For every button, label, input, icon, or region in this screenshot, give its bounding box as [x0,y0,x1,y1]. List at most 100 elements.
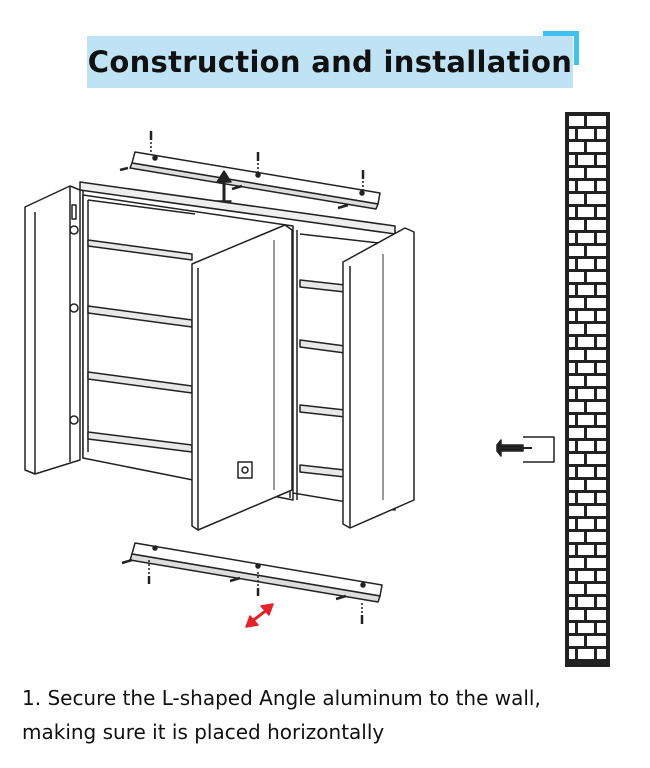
brick [597,285,606,295]
brick [597,207,606,217]
brick [569,649,575,659]
brick [569,532,584,542]
brick [569,298,584,308]
brick [569,571,575,581]
brick [587,324,606,334]
brick [569,519,575,529]
page-title: Construction and installation [87,45,573,79]
brick [578,571,594,581]
brick [578,467,594,477]
brick [569,610,584,620]
brick-wall [565,112,610,667]
brick [569,350,584,360]
brick [587,376,606,386]
brick [578,389,594,399]
brick [587,168,606,178]
red-direction-arrow-icon [245,603,274,628]
brick [569,480,584,490]
brick [578,441,594,451]
brick [569,155,575,165]
brick [569,324,584,334]
brick [597,155,606,165]
brick [578,545,594,555]
brick [597,233,606,243]
brick [569,506,584,516]
brick [569,363,575,373]
brick [569,194,584,204]
brick [569,181,575,191]
brick [569,558,584,568]
brick [569,168,584,178]
brick [578,129,594,139]
brick [569,337,575,347]
top-screws [119,131,365,210]
brick [597,649,606,659]
brick [569,428,584,438]
brick [597,545,606,555]
brick [587,506,606,516]
brick [578,415,594,425]
brick [597,571,606,581]
brick [597,129,606,139]
top-bracket [129,151,381,210]
brick [569,402,584,412]
brick [597,363,606,373]
brick [569,233,575,243]
brick [569,441,575,451]
brick [597,415,606,425]
brick [569,129,575,139]
brick [587,428,606,438]
brick [569,584,584,594]
installation-illustration [24,112,610,667]
brick [597,441,606,451]
brick [569,636,584,646]
brick [597,597,606,607]
brick [569,389,575,399]
brick [587,194,606,204]
right-door [342,227,415,529]
brick [569,259,575,269]
brick [587,480,606,490]
brick [569,311,575,321]
brick [587,350,606,360]
brick [569,597,575,607]
wall-anchor-icon [496,436,555,463]
brick [587,298,606,308]
brick [597,181,606,191]
brick [569,467,575,477]
brick [597,467,606,477]
brick [587,636,606,646]
brick [587,220,606,230]
brick [578,493,594,503]
brick [569,285,575,295]
brick [569,493,575,503]
brick [587,558,606,568]
brick [578,623,594,633]
brick [597,623,606,633]
brick [597,519,606,529]
brick [578,597,594,607]
brick [597,337,606,347]
brick [578,337,594,347]
brick [597,389,606,399]
brick [569,220,584,230]
brick [569,246,584,256]
brick [569,207,575,217]
caption-line-2: making sure it is placed horizontally [22,720,385,744]
brick [587,584,606,594]
brick [569,376,584,386]
brick [597,259,606,269]
left-door [24,185,81,475]
brick [587,532,606,542]
brick [578,155,594,165]
bottom-bracket [129,542,383,603]
brick [587,454,606,464]
brick [569,545,575,555]
bottom-screws [121,558,364,624]
brick [578,519,594,529]
brick [578,233,594,243]
brick [578,363,594,373]
brick [578,649,594,659]
brick [597,493,606,503]
caption-line-1: 1. Secure the L-shaped Angle aluminum to… [22,686,541,710]
